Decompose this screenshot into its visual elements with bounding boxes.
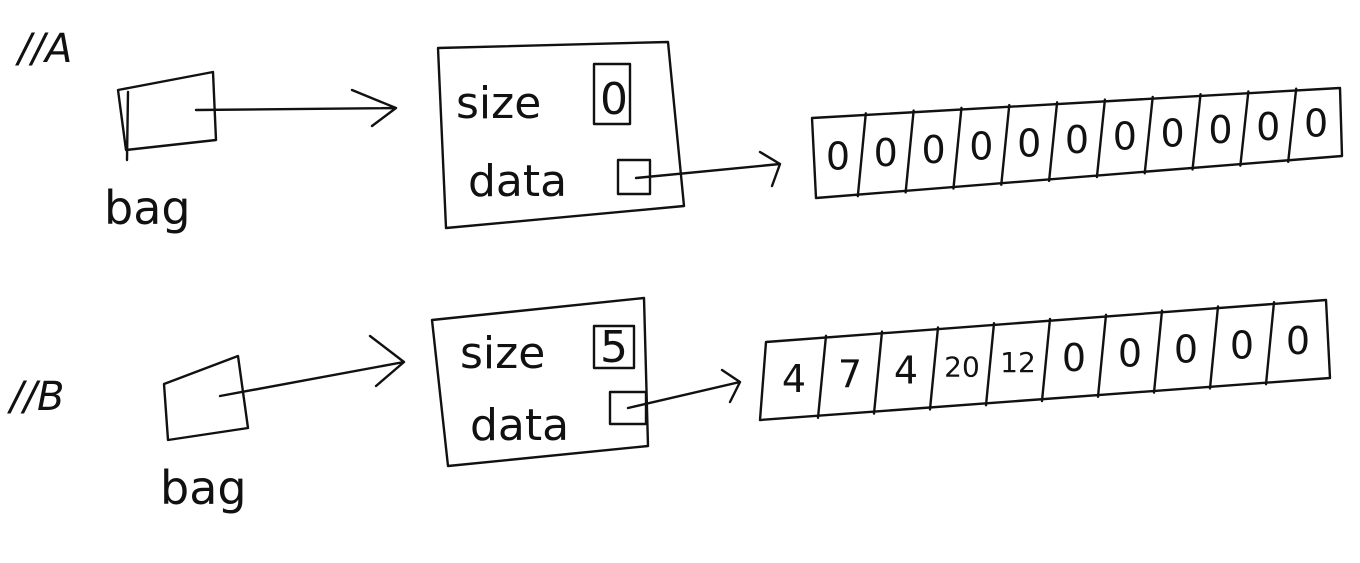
array-a-divider: [904, 109, 915, 194]
array-a-cell-value: 0: [1161, 111, 1185, 155]
array-a-divider: [856, 112, 868, 198]
arrow-data-to-array-b: [626, 368, 742, 410]
array-a-divider: [1286, 87, 1298, 164]
struct-size-label-b: size: [460, 328, 545, 379]
bag-label-a: bag: [104, 181, 191, 235]
array-a-divider: [1095, 98, 1107, 179]
bag-pointer-box-a: [116, 70, 218, 162]
struct-size-label-a: size: [456, 78, 541, 129]
diagram-b-tag: //B: [7, 374, 64, 420]
struct-box-a: [436, 40, 686, 230]
array-b-cell-value: 4: [894, 349, 918, 393]
struct-size-value-a: 0: [600, 74, 628, 125]
array-a-divider: [1143, 95, 1154, 175]
array-b-divider: [1040, 317, 1052, 403]
array-b-divider: [928, 326, 940, 411]
array-a-cell-value: 0: [1113, 115, 1137, 159]
struct-data-box-b: [608, 390, 648, 426]
array-b-divider: [1152, 309, 1164, 394]
struct-box-b: [430, 296, 650, 468]
array-b-divider: [984, 322, 996, 407]
array-a-divider: [952, 106, 963, 190]
array-b-cell-value: 0: [1118, 332, 1142, 376]
array-a-divider: [1239, 90, 1250, 167]
array-outline-b: [758, 298, 1332, 422]
array-a-cell-value: 0: [1208, 108, 1232, 152]
array-a-cell-value: 0: [921, 128, 945, 172]
array-b-divider: [1096, 313, 1108, 398]
arrow-bag-to-struct-b: [218, 334, 406, 398]
array-b-cell-value: 4: [782, 357, 806, 401]
array-outline-a: [810, 86, 1344, 200]
struct-size-value-b: 5: [600, 322, 628, 373]
array-a-cell-value: 0: [1065, 118, 1089, 162]
array-b-cell-value: 0: [1062, 336, 1086, 380]
array-b-cell-value: 0: [1286, 319, 1310, 363]
array-a-divider: [1191, 92, 1202, 171]
array-a-cell-value: 0: [1256, 105, 1280, 149]
array-b-cell-value: 0: [1174, 328, 1198, 372]
array-b-divider: [816, 334, 828, 419]
array-b-cell-value: 7: [838, 353, 862, 397]
struct-size-box-a: [592, 62, 632, 126]
struct-data-label-a: data: [468, 156, 567, 207]
array-b-cell-value: 0: [1230, 323, 1254, 367]
array-b-cell-value: 20: [944, 350, 980, 383]
struct-data-label-b: data: [470, 400, 569, 451]
array-a-cell-value: 0: [826, 134, 850, 178]
array-b-divider: [1208, 305, 1220, 390]
bag-label-b: bag: [160, 461, 247, 515]
array-a-cell-value: 0: [1304, 102, 1328, 146]
array-a-divider: [1000, 103, 1011, 186]
array-b-divider: [1264, 301, 1276, 386]
array-a-cell-value: 0: [874, 131, 898, 175]
bag-pointer-box-b: [162, 354, 250, 442]
array-b-divider: [872, 330, 884, 415]
struct-size-box-b: [592, 324, 636, 370]
array-a-cell-value: 0: [969, 125, 993, 169]
diagram-a-tag: //A: [15, 26, 72, 72]
arrow-bag-to-struct-a: [194, 88, 398, 128]
array-a-divider: [1047, 101, 1059, 183]
array-b-cell-value: 12: [1000, 346, 1036, 379]
array-a-cell-value: 0: [1017, 121, 1041, 165]
arrow-data-to-array-a: [634, 150, 782, 188]
